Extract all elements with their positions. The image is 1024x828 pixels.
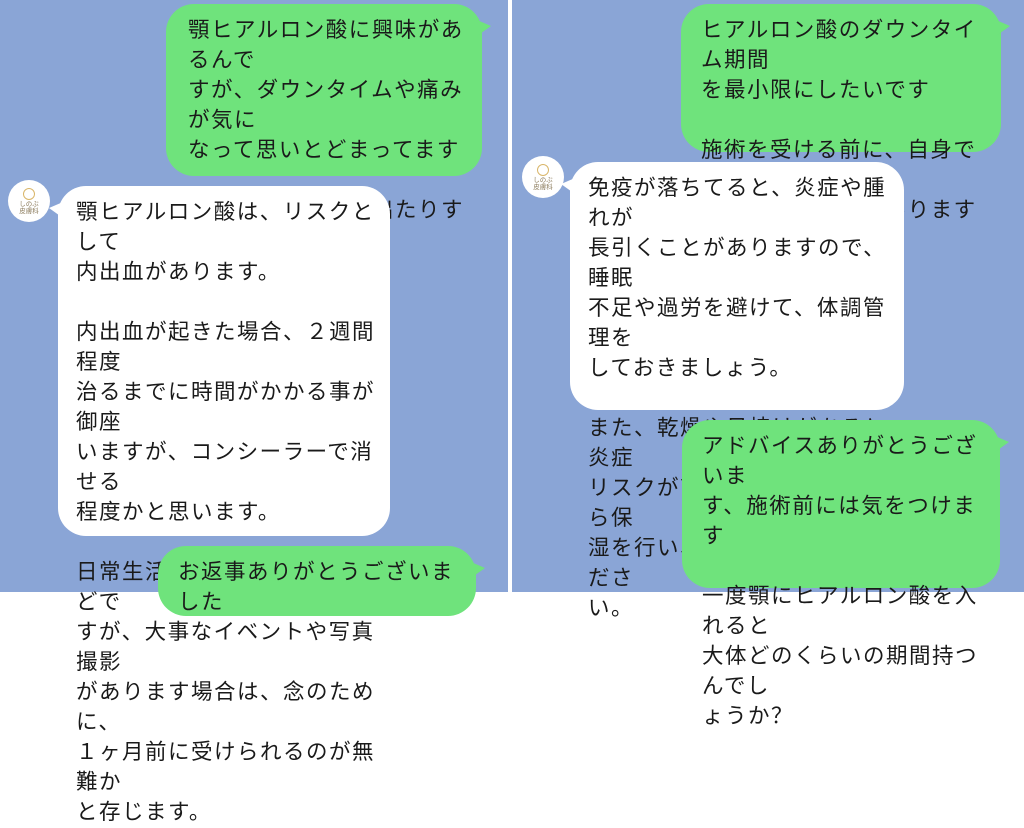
- clinic-logo-icon: [23, 187, 35, 200]
- user-message-bubble: 顎ヒアルロン酸に興味があるんで すが、ダウンタイムや痛みが気に なって思いとどま…: [166, 4, 491, 283]
- clinic-avatar[interactable]: しのぶ 皮膚科: [522, 156, 564, 198]
- clinic-logo-icon: [537, 163, 549, 176]
- clinic-message-bubble: 免疫が落ちてると、炎症や腫れが 長引くことがありますので、睡眠 不足や過労を避け…: [561, 162, 904, 621]
- clinic-avatar-label: しのぶ 皮膚科: [533, 175, 553, 191]
- clinic-message-bubble: 顎ヒアルロン酸は、リスクとして 内出血があります。 内出血が起きた場合、２週間程…: [49, 186, 390, 825]
- user-message-bubble: お返事ありがとうございました: [158, 546, 485, 616]
- user-message-bubble: アドバイスありがとうございま す、施術前には気をつけます 一度顎にヒアルロン酸を…: [682, 420, 1009, 729]
- clinic-avatar[interactable]: しのぶ 皮膚科: [8, 180, 50, 222]
- chat-panel-left[interactable]: 顎ヒアルロン酸に興味があるんで すが、ダウンタイムや痛みが気に なって思いとどま…: [0, 0, 508, 825]
- user-message-bubble: ヒアルロン酸のダウンタイム期間 を最小限にしたいです 施術を受ける前に、自身で行…: [681, 4, 1010, 253]
- clinic-avatar-label: しのぶ 皮膚科: [19, 199, 39, 215]
- chat-panel-right[interactable]: ヒアルロン酸のダウンタイム期間 を最小限にしたいです 施術を受ける前に、自身で行…: [512, 0, 1024, 729]
